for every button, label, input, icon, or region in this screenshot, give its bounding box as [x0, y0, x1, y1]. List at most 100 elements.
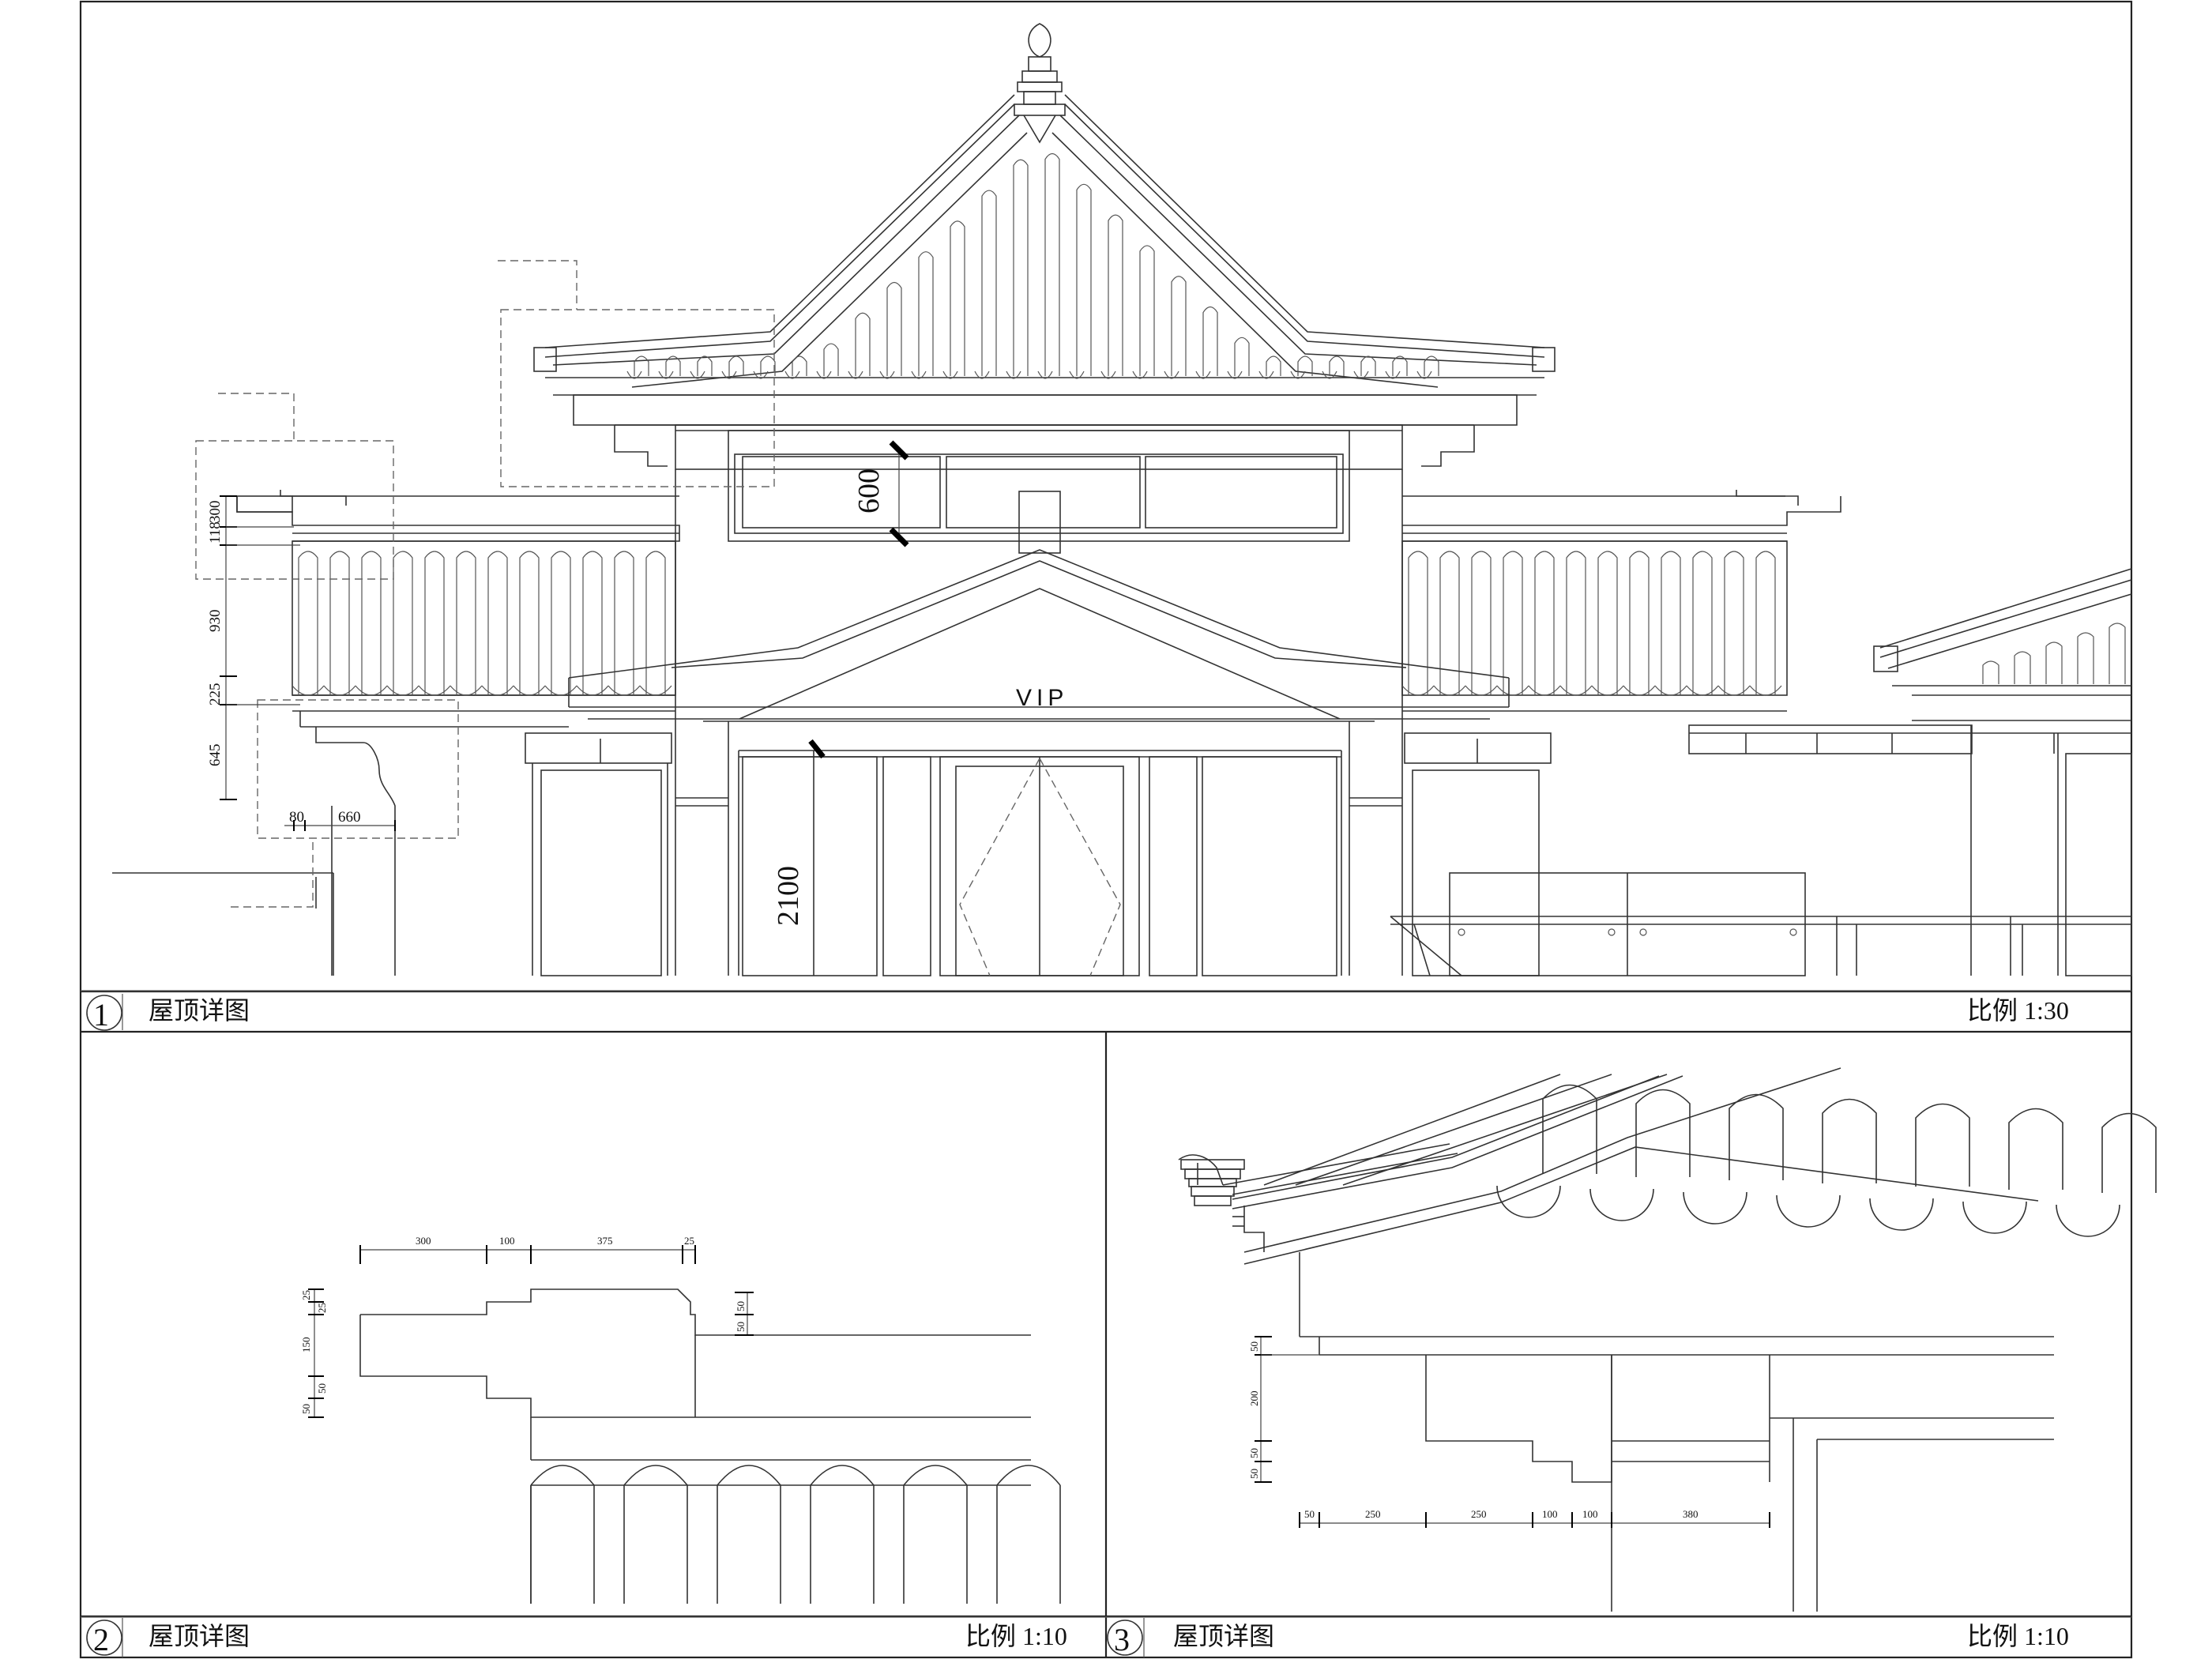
vip-sign: VIP: [1016, 685, 1068, 711]
side-tile-channel: [1503, 551, 1523, 695]
roof-tile-end: [690, 371, 705, 379]
side-tile-channel: [1692, 551, 1713, 695]
roof-tile-channel: [1360, 356, 1376, 376]
roof-finial: [1014, 23, 1066, 144]
roof-tile-channel: [1076, 183, 1092, 376]
side-tile-end: [1433, 685, 1466, 696]
d2-dim-25: 25: [684, 1235, 694, 1247]
side-tile-end: [576, 685, 609, 696]
detail3-tile-cover: [1915, 1103, 1970, 1187]
dim-v-930: 930: [207, 610, 224, 633]
detail3-tile-bottom: [1962, 1201, 2027, 1234]
detail-callout-boxes: [195, 260, 775, 908]
side-tile-end: [481, 685, 514, 696]
d2-dim-l25b: 25: [316, 1303, 328, 1313]
window-dimension: 600: [852, 440, 909, 547]
far-tile-channel: [2077, 632, 2094, 684]
side-tile-end: [544, 685, 577, 696]
roof-tile-channel: [634, 356, 649, 376]
detail3-tile-cover: [1542, 1084, 1597, 1174]
side-tile-channel: [519, 551, 540, 695]
roof-tile-end: [753, 371, 769, 379]
roof-tile-end: [1069, 371, 1085, 379]
detail2-tile-arch: [903, 1465, 968, 1486]
side-tile-channel: [361, 551, 382, 695]
roof-tile-channel: [1108, 214, 1123, 376]
d3-dim-l200: 200: [1248, 1391, 1260, 1407]
detail3-tile-cover: [2101, 1112, 2157, 1193]
side-tile-end: [1749, 685, 1782, 696]
left-dimension-chain: 300 118 930 225 645 80 660: [207, 495, 396, 831]
side-tile-channel: [645, 551, 666, 695]
side-tile-channel: [393, 551, 413, 695]
d3-dim-b100b: 100: [1582, 1508, 1598, 1520]
roof-tile-channel: [950, 220, 965, 376]
door-height-label: 2100: [772, 866, 805, 926]
panel-title-1: 屋顶详图: [149, 996, 250, 1025]
detail3-tile-cover: [1822, 1098, 1877, 1183]
dim-v-300: 300: [207, 501, 224, 524]
panel-scale-1: 比例 1:30: [1967, 996, 2069, 1025]
far-tile-channel: [2109, 623, 2126, 684]
roof-tile-channel: [1392, 356, 1408, 376]
d3-dim-b100a: 100: [1542, 1508, 1558, 1520]
ground-facade: [525, 721, 1552, 976]
d3-dim-l50b: 50: [1248, 1448, 1260, 1458]
detail-2-tiles: [530, 1465, 1061, 1604]
detail-2: 300 100 375 25 25 25 150 50 50 50 50: [300, 1235, 1061, 1604]
roof-tile-channel: [1044, 152, 1060, 376]
side-tile-channel: [298, 551, 318, 695]
far-tile-channel: [1982, 660, 1999, 684]
roof-tile-channel: [1424, 356, 1439, 376]
d3-dim-l50a: 50: [1248, 1341, 1260, 1352]
door-dimension: 2100: [772, 739, 826, 926]
far-tile-channel: [2045, 641, 2063, 684]
roof-tile-end: [721, 371, 737, 379]
dim-h-660: 660: [338, 809, 361, 826]
right-annex: [1390, 724, 2132, 976]
left-wall: [112, 711, 569, 976]
sheet-frame: [79, 0, 2133, 1659]
roof-tile-end: [1227, 371, 1243, 379]
roof-tile-channel: [1139, 245, 1155, 376]
roof-tile-channel: [1234, 337, 1250, 376]
d2-dim-300: 300: [416, 1235, 431, 1247]
detail2-tile-arch: [810, 1465, 875, 1486]
roof-tile-end: [626, 371, 642, 379]
side-tile-end: [1591, 685, 1624, 696]
d2-dim-l25a: 25: [300, 1290, 312, 1300]
detail3-tile-cover: [2008, 1108, 2063, 1190]
side-roof-tiles: [292, 551, 2126, 696]
detail-3-tiles: [1496, 1084, 2157, 1237]
roof-tile-end: [1037, 371, 1053, 379]
side-tile-end: [450, 685, 483, 696]
roof-tile-channel: [1202, 306, 1218, 376]
side-tile-end: [639, 685, 672, 696]
roof-tile-end: [911, 371, 927, 379]
d2-dim-l150: 150: [300, 1337, 312, 1353]
side-tile-end: [292, 685, 325, 696]
side-tile-end: [1623, 685, 1656, 696]
roof-tile-end: [1290, 371, 1306, 379]
title-bar-3: 3 屋顶详图 比例 1:10: [1107, 1618, 2069, 1657]
roof-tile-end: [816, 371, 832, 379]
d2-dim-l50a: 50: [316, 1383, 328, 1394]
panel-number-1: 1: [93, 997, 109, 1033]
roof-tile-end: [1164, 371, 1179, 379]
side-tile-channel: [1439, 551, 1460, 695]
elevation-panel: 600: [112, 23, 2132, 976]
side-tile-channel: [1597, 551, 1618, 695]
detail3-tile-bottom: [1589, 1188, 1654, 1221]
roof-tile-end: [942, 371, 958, 379]
main-roof: [533, 94, 1556, 467]
detail3-tile-cover: [1729, 1093, 1784, 1180]
roof-tile-end: [848, 371, 863, 379]
detail2-tile-arch: [530, 1465, 595, 1486]
d3-dim-b250a: 250: [1365, 1508, 1381, 1520]
panel-number-2: 2: [93, 1622, 109, 1657]
roof-tile-end: [1006, 371, 1021, 379]
roof-tile-channel: [1013, 159, 1029, 376]
roof-tile-channel: [981, 190, 997, 376]
side-tile-channel: [1471, 551, 1492, 695]
